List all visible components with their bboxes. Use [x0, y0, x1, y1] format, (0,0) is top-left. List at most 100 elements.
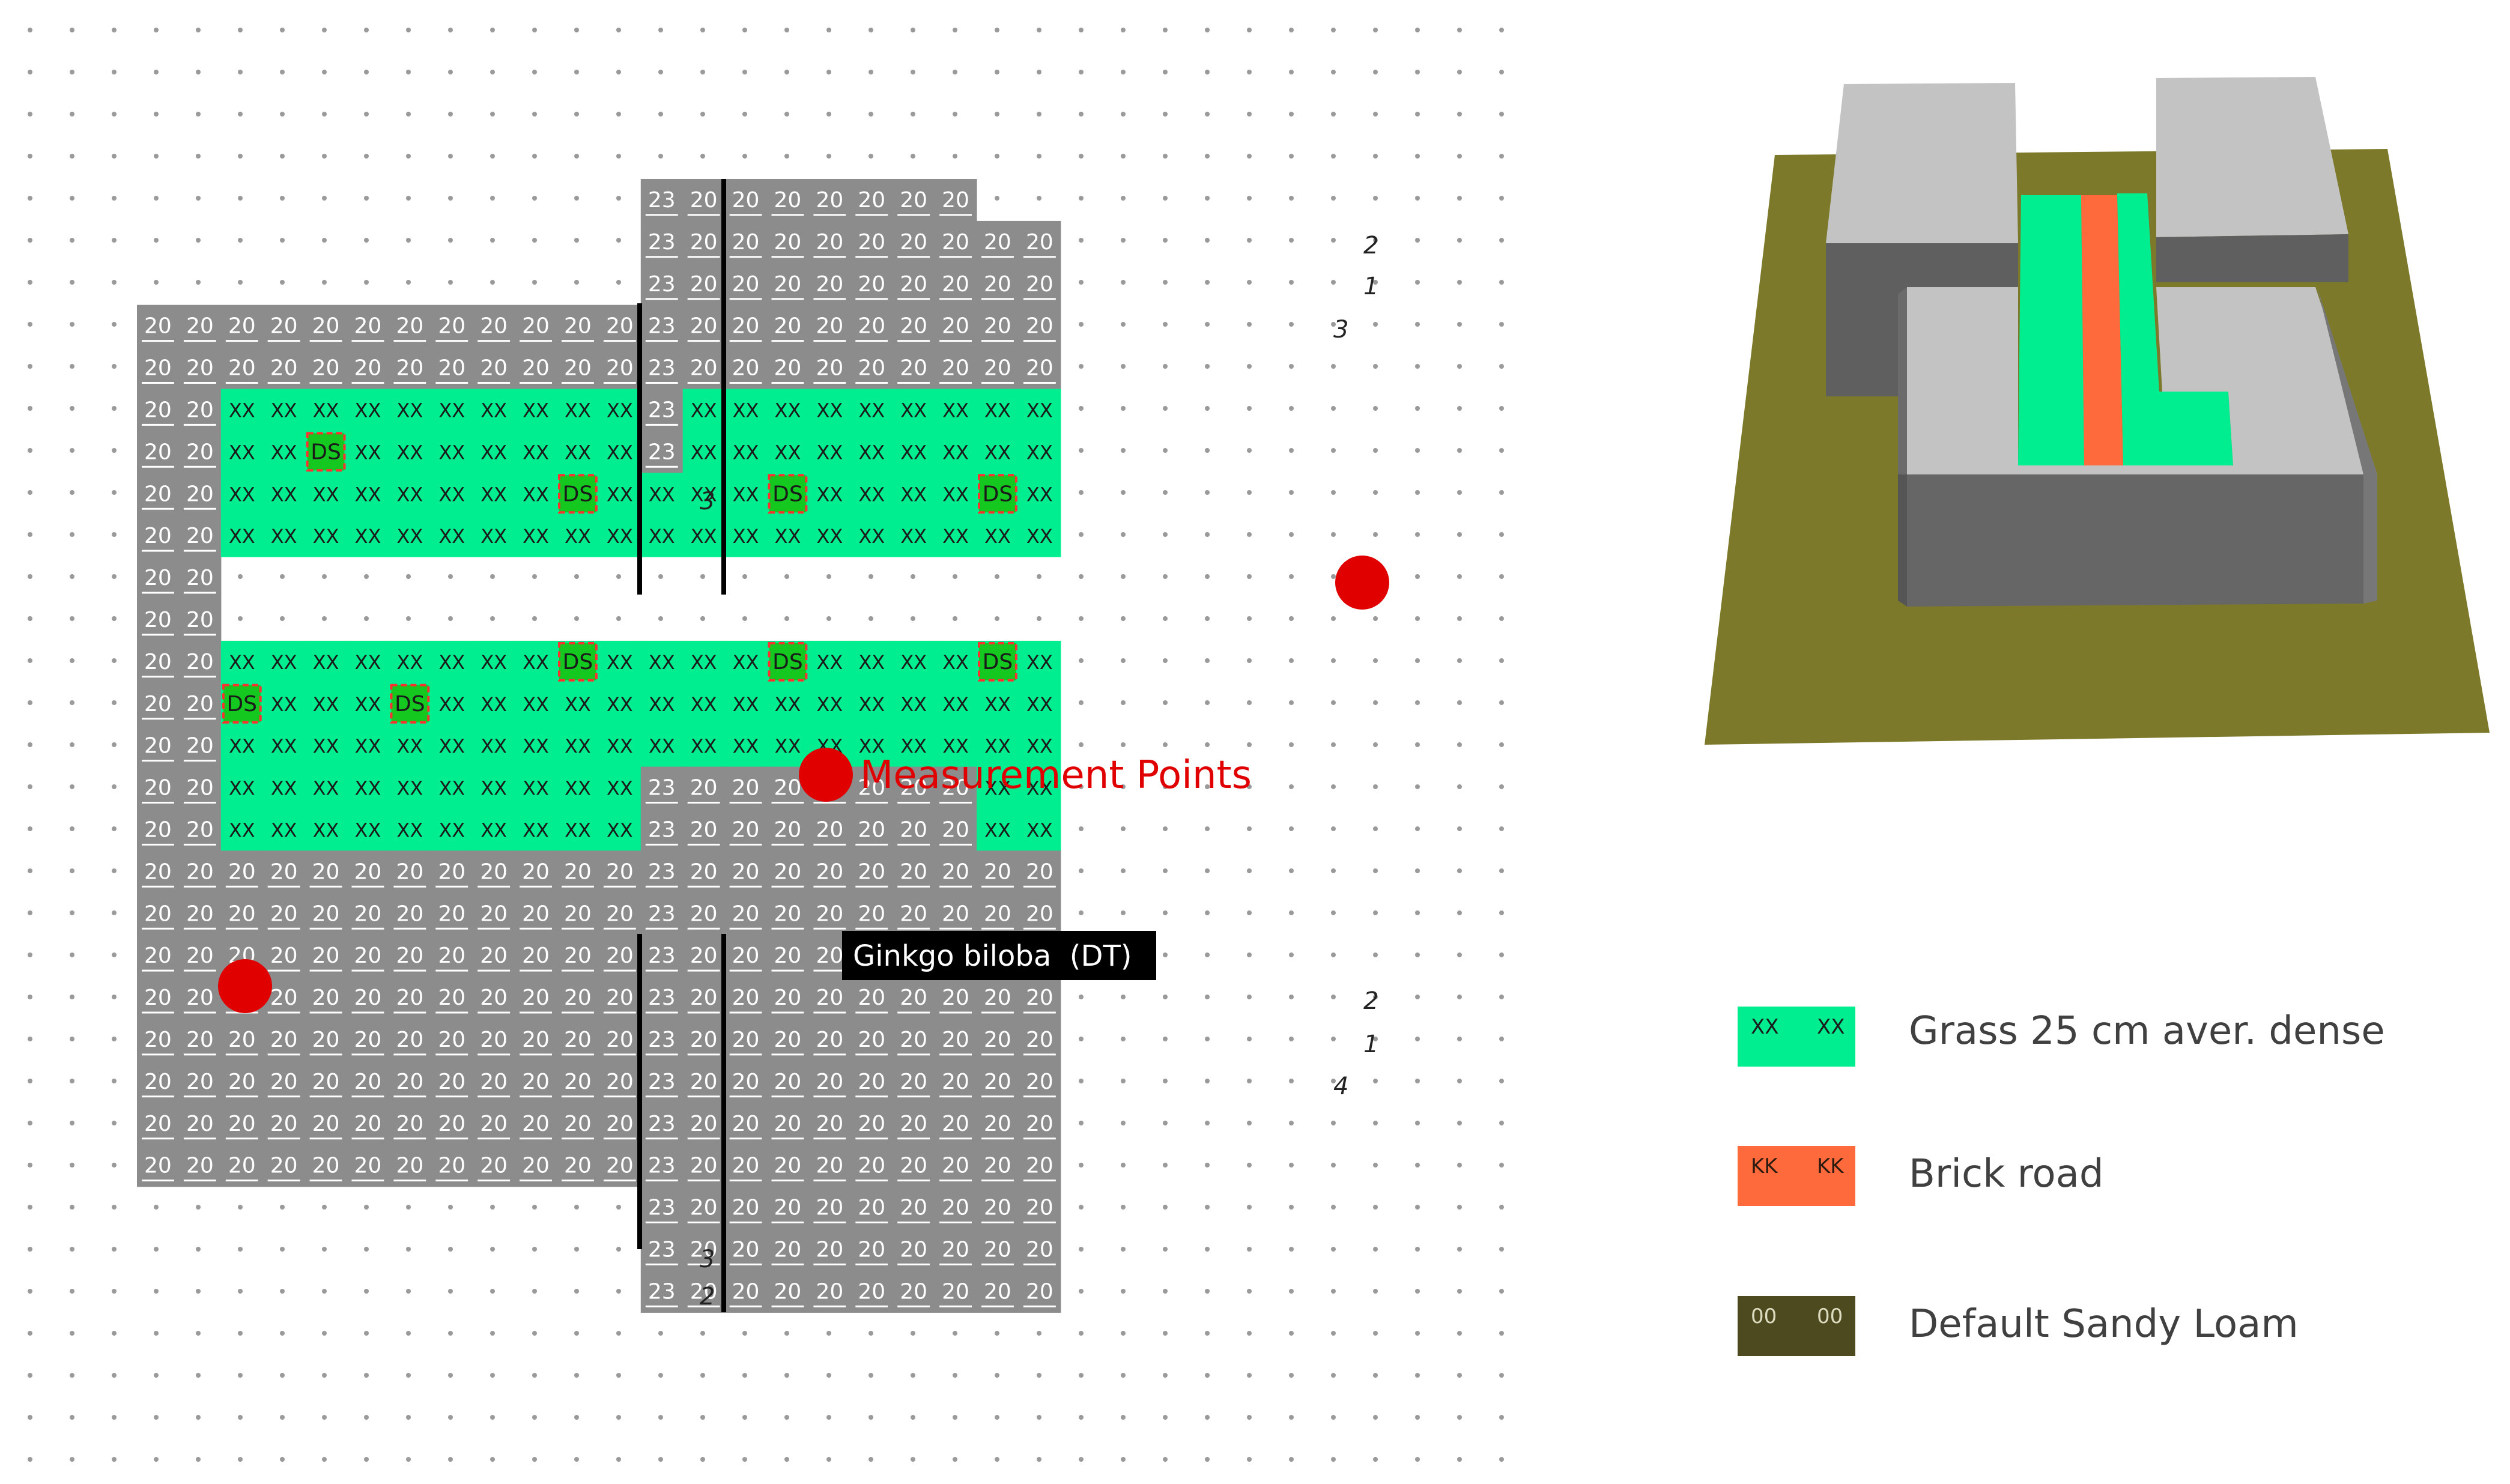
grid-dot — [1457, 1331, 1462, 1336]
building-cell-code: 20 — [480, 1070, 508, 1094]
grass-cell-code: XX — [313, 777, 339, 800]
shrub-marker — [768, 474, 808, 514]
grid-dot — [953, 1331, 957, 1336]
building-cell-code: 20 — [186, 650, 214, 674]
grass-cell-code: XX — [271, 735, 297, 758]
grid-dot — [1499, 1121, 1504, 1125]
grass-cell — [262, 682, 306, 725]
building-cell-code: 20 — [480, 1112, 508, 1136]
grid-dot — [1121, 1079, 1126, 1083]
building-cell-code: 20 — [732, 1154, 760, 1178]
grid-dot — [995, 1331, 999, 1336]
grid-dot — [953, 1415, 957, 1420]
grid-dot — [1457, 112, 1462, 117]
building-cell-code: 20 — [900, 986, 927, 1010]
grid-dot — [1331, 196, 1336, 201]
building-cell-code: 20 — [942, 776, 969, 801]
grass-cell — [850, 431, 893, 473]
building-cell-code: 20 — [144, 692, 172, 716]
grid-dot — [154, 1331, 159, 1336]
grid-dot — [280, 112, 285, 117]
shrub-cell-code: DS — [563, 482, 593, 506]
grid-dot — [322, 1415, 327, 1420]
grass-cell — [850, 724, 893, 768]
grass-cell-code: XX — [523, 525, 549, 548]
grass-cell — [473, 473, 515, 515]
grid-dot — [1163, 154, 1168, 159]
grass-cell-code: XX — [480, 735, 507, 758]
building-cell-code: 20 — [186, 398, 214, 422]
grass-cell — [893, 389, 935, 431]
grid-dot — [112, 154, 117, 159]
building-cell-code: 20 — [438, 1028, 465, 1052]
grid-dot — [1373, 322, 1378, 327]
grid-dot — [1289, 322, 1294, 327]
measurement-point-marker[interactable] — [1335, 556, 1389, 610]
building-cell-code: 23 — [648, 1196, 676, 1220]
grid-dot — [1289, 952, 1294, 957]
grid-dot — [1331, 1289, 1336, 1294]
building-cell-code: 20 — [438, 1112, 465, 1136]
building-divider-lines — [637, 179, 726, 1312]
grid-dot — [70, 112, 74, 117]
grid-dot — [1079, 784, 1084, 789]
building-cell-code: 20 — [522, 943, 550, 968]
grid-dot — [1499, 238, 1504, 243]
building-cell-code: 20 — [774, 356, 802, 381]
building-cell-code: 20 — [270, 1070, 298, 1094]
grid-dot — [112, 1079, 117, 1083]
grid-dot — [1163, 910, 1168, 915]
grid-dot — [490, 112, 495, 117]
grid-dot — [1037, 1331, 1041, 1336]
grid-dot — [1163, 406, 1168, 411]
grass-cell — [977, 766, 1019, 810]
grid-dot — [1415, 154, 1420, 159]
grid-dot — [784, 154, 789, 159]
building-cell-code: 20 — [144, 817, 172, 842]
grid-dot — [574, 1457, 579, 1462]
grid-dot — [70, 406, 74, 411]
grass-cell-code: XX — [355, 693, 381, 716]
grid-dot — [70, 1163, 74, 1168]
grass-cell — [850, 473, 893, 515]
grass-cell-code: XX — [733, 441, 759, 464]
grid-dot — [658, 1331, 663, 1336]
grid-dot — [1373, 406, 1378, 411]
grid-dot — [28, 952, 32, 957]
grid-dot — [1079, 742, 1084, 747]
grid-dot — [574, 154, 579, 159]
grid-dot — [911, 574, 915, 579]
building-cell-code: 20 — [480, 986, 508, 1010]
grid-dot — [1499, 112, 1504, 117]
measurement-point-marker[interactable] — [799, 748, 853, 802]
building-cell-code: 20 — [438, 314, 465, 339]
grid-dot — [1415, 1247, 1420, 1252]
grass-cell-code: XX — [438, 735, 465, 758]
grass-cell — [1018, 431, 1061, 473]
grid-dot — [826, 574, 831, 579]
grid-dot — [616, 574, 621, 579]
grid-dot — [1247, 784, 1252, 789]
measurement-point-marker[interactable] — [218, 959, 272, 1013]
grid-dot — [574, 1331, 579, 1336]
building-cell-code: 20 — [480, 901, 508, 926]
grid-dot — [1415, 952, 1420, 957]
grass-cell-code: XX — [858, 693, 885, 716]
grid-dot — [1121, 1205, 1126, 1210]
building-cell-code: 23 — [648, 272, 676, 297]
grid-dot — [1121, 1037, 1126, 1041]
grid-dot — [1457, 1415, 1462, 1420]
grass-cell-code: XX — [942, 399, 969, 422]
grid-dot — [1079, 1079, 1084, 1083]
grid-dot — [1415, 532, 1420, 537]
building-cell-code: 20 — [732, 230, 760, 255]
building-cell-code: 20 — [942, 859, 969, 884]
grass-cell — [305, 515, 348, 557]
grass-cell — [220, 640, 264, 683]
grid-dot — [1079, 448, 1084, 453]
grid-dot — [406, 1457, 411, 1462]
grid-dot — [1373, 1373, 1378, 1378]
grid-dot — [911, 1373, 915, 1378]
grass-cell — [557, 389, 599, 431]
